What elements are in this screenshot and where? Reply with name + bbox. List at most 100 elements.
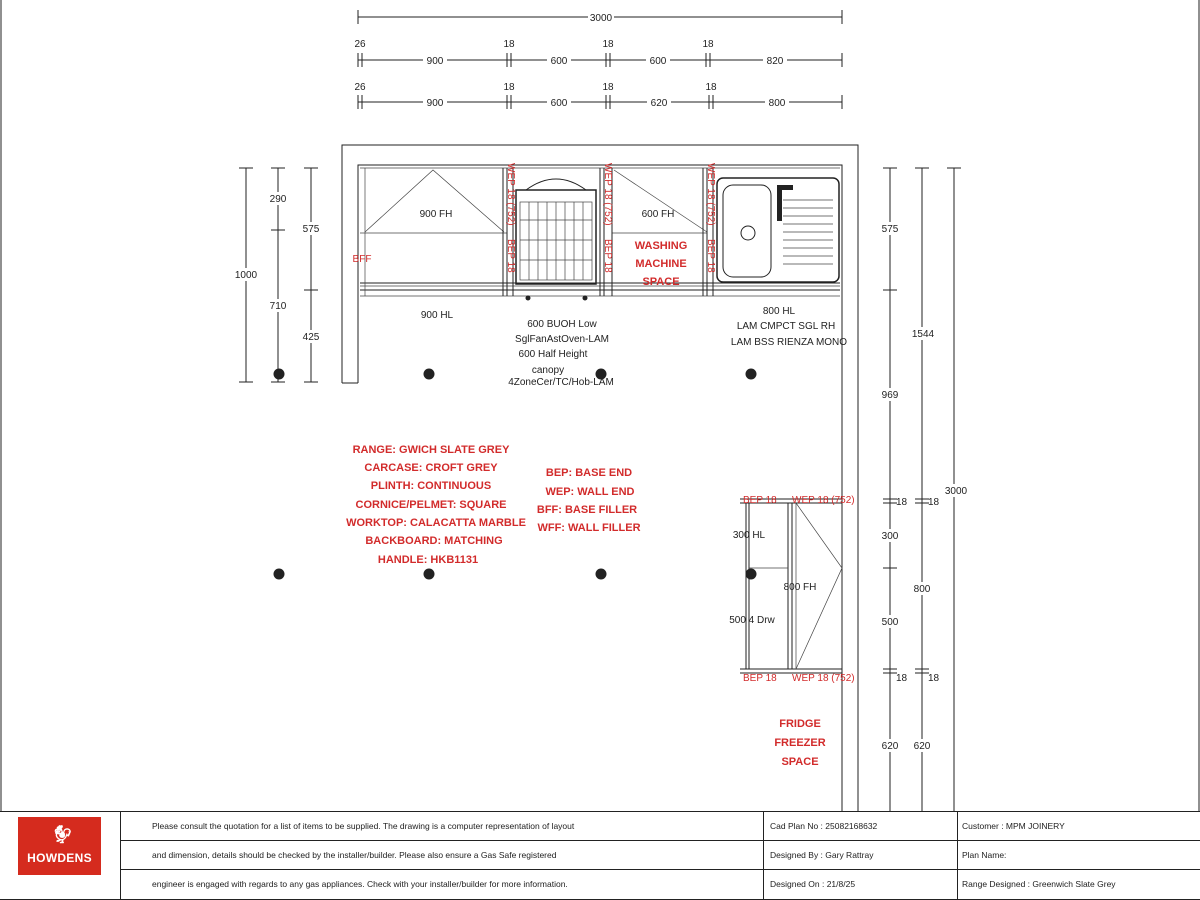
dim-right-18c: 18 <box>896 673 908 684</box>
disclaimer-line-1: Please consult the quotation for a list … <box>120 812 764 841</box>
dim-left-710: 710 <box>270 301 287 312</box>
label-machine: MACHINE <box>635 258 686 270</box>
spec-line: WORKTOP: CALACATTA MARBLE <box>346 517 526 529</box>
dimension-row-2: 26 18 18 18 900 600 620 800 <box>354 82 843 109</box>
label-oven-1: 600 BUOH Low <box>527 319 597 330</box>
room-walls <box>341 144 859 812</box>
range-designed: Range Designed : Greenwich Slate Grey <box>962 879 1116 889</box>
label-600-fh: 600 FH <box>642 209 675 220</box>
label-r-800-fh: 800 FH <box>784 582 817 593</box>
label-bep-c: BEP 18 <box>705 239 716 273</box>
dim-r2-end-3: 18 <box>705 82 717 93</box>
dim-r1-end-3: 18 <box>702 39 714 50</box>
power-points <box>273 368 757 580</box>
left-dimensions: 1000 290 710 575 425 <box>234 167 321 383</box>
title-row-3: engineer is engaged with regards to any … <box>120 870 1200 899</box>
title-row-2: and dimension, details should be checked… <box>120 841 1200 870</box>
label-oven-5: 4ZoneCer/TC/Hob-LAM <box>508 377 614 388</box>
dim-right-18a: 18 <box>896 497 908 508</box>
sink-symbol <box>716 177 840 283</box>
top-run-cabinets <box>360 167 840 297</box>
dim-left-425: 425 <box>303 332 320 343</box>
socket-icon <box>273 368 285 380</box>
dim-r1-end-1: 18 <box>503 39 515 50</box>
dim-right-575: 575 <box>882 224 899 235</box>
dim-r1-end-0: 26 <box>354 39 366 50</box>
socket-icon <box>273 568 285 580</box>
dim-r1-span-2: 600 <box>650 56 667 67</box>
socket-icon <box>423 568 435 580</box>
label-900-fh: 900 FH <box>420 209 453 220</box>
dim-left-575: 575 <box>303 224 320 235</box>
spec-notes: RANGE: GWICH SLATE GREY CARCASE: CROFT G… <box>346 444 526 566</box>
dim-r1-span-3: 820 <box>767 56 784 67</box>
spec-line: HANDLE: HKB1131 <box>378 554 478 566</box>
label-900-hl: 900 HL <box>421 310 454 321</box>
dim-right-18b: 18 <box>928 497 940 508</box>
dim-right-3000: 3000 <box>945 486 968 497</box>
dim-r2-span-1: 600 <box>551 98 568 109</box>
dim-total-3000: 3000 <box>590 13 613 24</box>
spec-line: CORNICE/PELMET: SQUARE <box>356 499 507 511</box>
legend-line: BFF: BASE FILLER <box>537 504 637 516</box>
spec-line: PLINTH: CONTINUOUS <box>371 480 491 492</box>
label-r-wep-bot: WEP 18 (752) <box>792 673 855 684</box>
label-bff: BFF <box>353 254 372 265</box>
label-sink-3: LAM BSS RIENZA MONO <box>731 337 847 348</box>
dim-left-1000: 1000 <box>235 270 258 281</box>
label-bep-a: BEP 18 <box>505 239 516 273</box>
dim-r2-span-3: 800 <box>769 98 786 109</box>
dim-left-290: 290 <box>270 194 287 205</box>
dim-r2-span-2: 620 <box>651 98 668 109</box>
socket-icon <box>423 368 435 380</box>
label-freezer: FREEZER <box>774 737 825 749</box>
label-r-300-hl: 300 HL <box>733 530 766 541</box>
dim-r1-span-0: 900 <box>427 56 444 67</box>
socket-icon <box>595 568 607 580</box>
designed-on: Designed On : 21/8/25 <box>764 870 958 899</box>
designed-by: Designed By : Gary Rattray <box>764 841 958 870</box>
right-dimensions: 575 969 18 18 300 800 500 18 18 620 620 … <box>880 167 968 812</box>
label-wep-a: WEP 18 (752) <box>505 163 516 226</box>
plan-name: Plan Name: <box>962 850 1007 860</box>
title-block: 🐓︎ HOWDENS Please consult the quotation … <box>0 811 1200 900</box>
label-r-bep-bot: BEP 18 <box>743 673 777 684</box>
label-sink-2: LAM CMPCT SGL RH <box>737 321 835 332</box>
label-bep-b: BEP 18 <box>602 239 613 273</box>
socket-icon <box>595 368 607 380</box>
spec-line: RANGE: GWICH SLATE GREY <box>353 444 511 456</box>
socket-icon <box>745 568 757 580</box>
dim-right-500: 500 <box>882 617 899 628</box>
label-wep-b: WEP 18 (752) <box>602 163 613 226</box>
disclaimer-line-3: engineer is engaged with regards to any … <box>120 870 764 899</box>
spec-line: BACKBOARD: MATCHING <box>365 535 502 547</box>
kitchen-plan-drawing: 3000 26 18 18 18 900 600 600 820 26 18 1… <box>0 0 1200 812</box>
legend-line: BEP: BASE END <box>546 467 632 479</box>
dim-r1-span-1: 600 <box>551 56 568 67</box>
dim-right-300: 300 <box>882 531 899 542</box>
label-oven-3: 600 Half Height <box>519 349 588 360</box>
title-row-1: Please consult the quotation for a list … <box>120 812 1200 841</box>
label-washing: WASHING <box>635 240 688 252</box>
label-r-wep-top: WEP 18 (752) <box>792 495 855 506</box>
label-fridge-space: SPACE <box>781 756 818 768</box>
dimension-row-1: 26 18 18 18 900 600 600 820 <box>354 39 843 67</box>
dim-r2-end-0: 26 <box>354 82 366 93</box>
dim-right-800: 800 <box>914 584 931 595</box>
label-r-500-drw: 500 4 Drw <box>729 615 775 626</box>
socket-icon <box>745 368 757 380</box>
cad-plan-no: Cad Plan No : 25082168632 <box>764 812 958 841</box>
oven-hob-symbol <box>515 178 597 301</box>
howdens-logo: 🐓︎ HOWDENS <box>18 817 101 875</box>
customer: Customer : MPM JOINERY <box>962 821 1065 831</box>
dim-right-18d: 18 <box>928 673 940 684</box>
cockerel-icon: 🐓︎ <box>52 825 74 844</box>
label-fridge: FRIDGE <box>779 718 821 730</box>
label-space: SPACE <box>642 276 679 288</box>
dim-r2-end-1: 18 <box>503 82 515 93</box>
dim-r1-end-2: 18 <box>602 39 614 50</box>
cabinet-labels: 900 FH 900 HL BFF 600 FH WEP 18 (752) BE… <box>353 163 855 768</box>
label-r-bep-top: BEP 18 <box>743 495 777 506</box>
label-oven-4: canopy <box>532 365 564 376</box>
disclaimer-line-2: and dimension, details should be checked… <box>120 841 764 870</box>
